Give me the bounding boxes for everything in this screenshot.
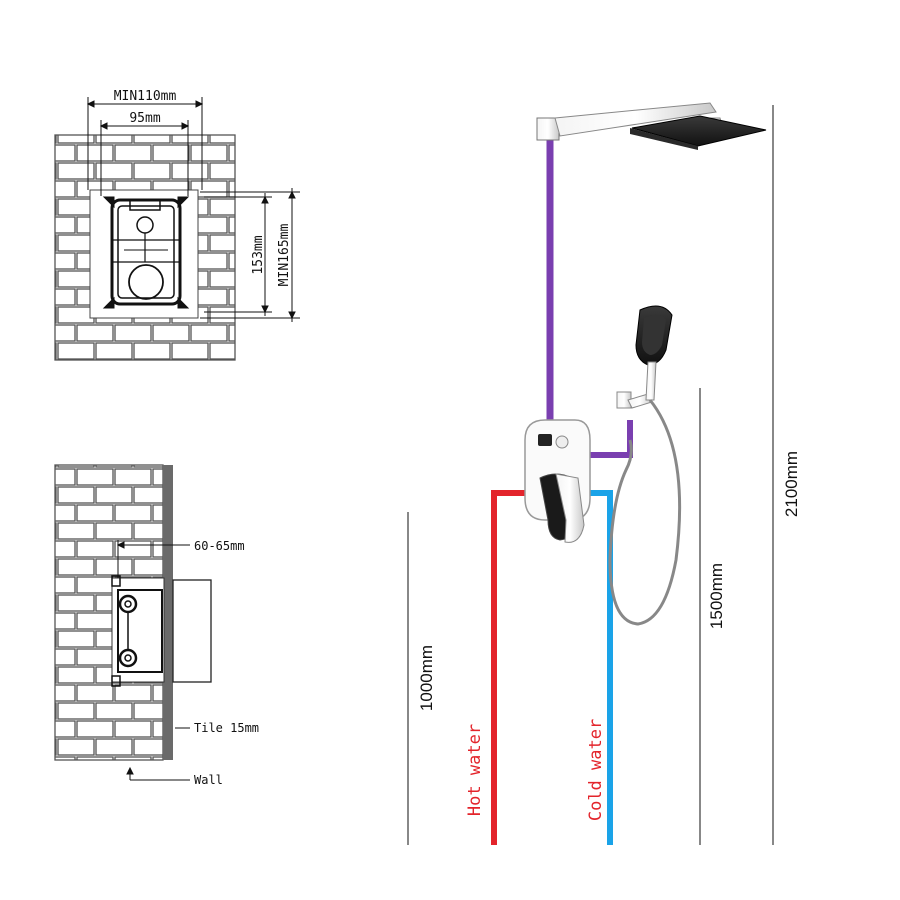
mixed-pipe-hand xyxy=(584,420,633,458)
side-dimension-lines xyxy=(116,540,190,781)
hot-water-label: Hot water xyxy=(465,724,485,816)
concealed-valve-body xyxy=(102,196,190,309)
hot-water-pipe xyxy=(491,490,528,845)
height-1000-label: 1000mm xyxy=(417,645,436,711)
cold-water-label: Cold water xyxy=(586,719,606,821)
side-view: 60-65mm Tile 15mm Wall xyxy=(54,464,259,787)
tile-label: Tile 15mm xyxy=(194,721,259,735)
height-label: 153mm xyxy=(251,235,266,274)
hand-shower-icon xyxy=(608,305,682,626)
front-view: MIN110mm 95mm 153mm MIN165mm xyxy=(54,89,300,361)
width-label: 95mm xyxy=(129,111,160,126)
shower-system: 1000mm 1500mm 2100mm Hot water Cold wate… xyxy=(407,102,801,845)
cover-plate-side xyxy=(172,579,212,683)
mixer-valve-icon xyxy=(524,419,591,543)
valve-side-profile xyxy=(111,575,163,687)
front-dimension-lines xyxy=(86,97,300,322)
rain-shower-head-icon xyxy=(536,102,767,150)
min-width-label: MIN110mm xyxy=(114,89,177,104)
height-dimension-lines xyxy=(407,105,774,845)
height-2100-label: 2100mm xyxy=(782,451,801,517)
wall-recess xyxy=(111,577,165,683)
min-height-label: MIN165mm xyxy=(277,224,292,287)
tile-layer xyxy=(163,465,173,760)
height-1500-label: 1500mm xyxy=(707,563,726,629)
wall-label: Wall xyxy=(194,773,223,787)
depth-label: 60-65mm xyxy=(194,539,245,553)
